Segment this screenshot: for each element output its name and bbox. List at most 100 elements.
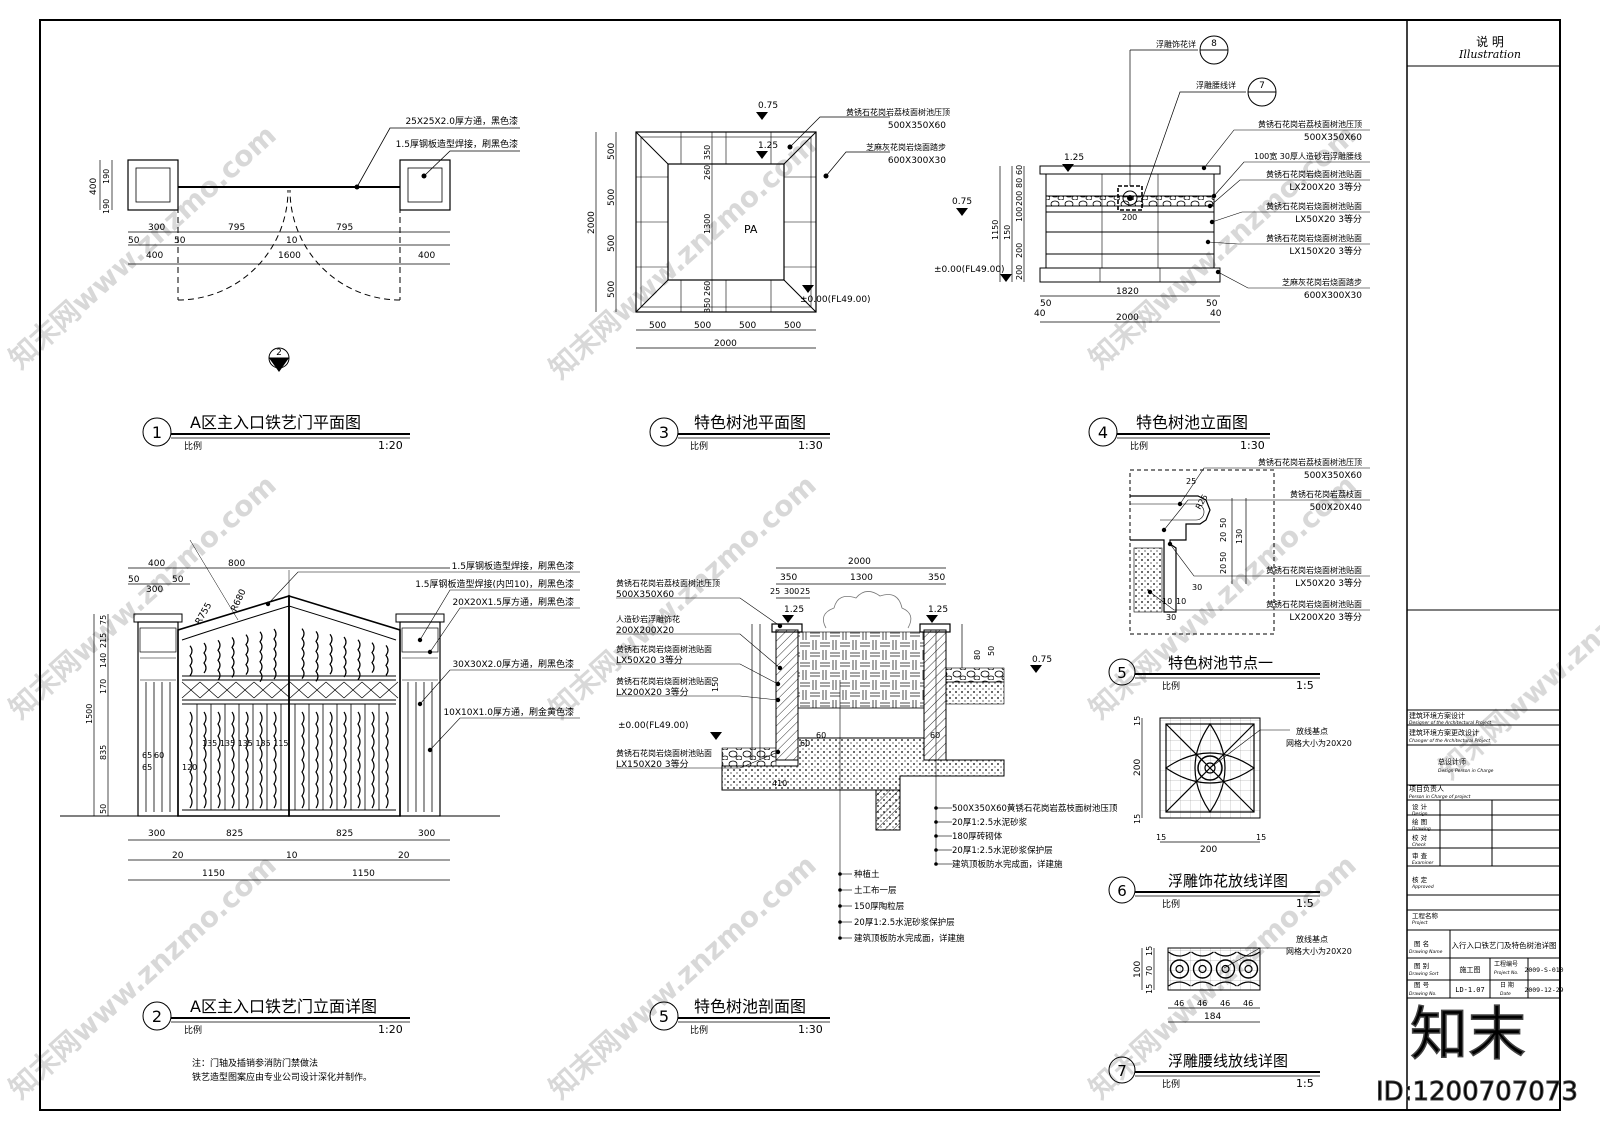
project-charge-label: 项目负责人: [1409, 784, 1444, 793]
section-right-note: 20厚1:2.5水泥砂浆保护层: [952, 845, 1053, 856]
project-no-value: 2009-S-010: [1524, 966, 1563, 974]
designer-label-en: Designer of the Architectural Project: [1409, 720, 1491, 726]
dim: 300: [418, 829, 435, 839]
section-right-note: 建筑顶板防水完成面，详建施: [952, 859, 1063, 870]
view-pool-elevation: 8 浮雕饰花详 7 浮雕腰线详 黄锈石花岗岩荔枝面树池压顶500X350X601…: [934, 35, 1370, 323]
section-note-size: 200X200X20: [616, 626, 674, 636]
dim: 400: [418, 251, 435, 261]
dim: 50: [174, 236, 186, 246]
node-note-size: LX50X20 3等分: [1295, 577, 1362, 589]
dim: 10: [286, 236, 298, 246]
pool-plan-note-size: 600X300X30: [888, 156, 946, 166]
dim: 15: [1133, 716, 1142, 726]
section-note: 黄锈石花岗岩烧面树池贴面: [616, 676, 712, 686]
person-charge-label: 总设计师: [1438, 757, 1466, 766]
view-number: 1: [152, 423, 162, 442]
gate-elev-note: 20X20X1.5厚方通，刷黑色漆: [452, 596, 574, 608]
dim: 46: [1220, 999, 1230, 1008]
level-mark: ±0.00(FL49.00): [618, 721, 689, 731]
title-view-6: 6 浮雕饰花放线详图 比例 1:5: [1108, 872, 1320, 910]
tb-row-label: 校 对: [1412, 833, 1428, 842]
pool-elev-note: 黄锈石花岗岩烧面树池贴面: [1266, 169, 1362, 179]
view-title: 特色树池剖面图: [694, 997, 806, 1016]
dim: 400: [89, 178, 99, 195]
dim: 200: [1015, 265, 1024, 280]
dim: 130: [1235, 529, 1244, 544]
pool-elev-note-size: 500X350X60: [1304, 133, 1362, 143]
dim: 135 135 135 135 115: [202, 739, 289, 748]
dim: 835: [99, 745, 108, 760]
dim: 1150: [202, 869, 225, 879]
date-label-en: Date: [1500, 991, 1511, 997]
dim: 25: [770, 587, 780, 596]
section-bottom-note: 20厚1:2.5水泥砂浆保护层: [854, 917, 955, 928]
section-note-size: LX150X20 3等分: [616, 758, 689, 770]
dim: 200: [1133, 759, 1143, 776]
pool-plan-note: 黄锈石花岗岩荔枝面树池压顶: [846, 107, 950, 117]
section-note-size: LX50X20 3等分: [616, 654, 683, 666]
section-note: 人造砂岩浮雕饰花: [616, 614, 680, 624]
pool-plan-note: 芝麻灰花岗岩烧面踏步: [866, 142, 946, 152]
dim: 50: [1219, 552, 1228, 562]
level-mark: ±0.00(FL49.00): [934, 265, 1005, 275]
dim: 825: [226, 829, 243, 839]
scale-label: 比例: [184, 1024, 202, 1036]
dim: 1300: [850, 573, 873, 583]
dim: 1500: [85, 704, 94, 724]
footnote: 注：门轴及插销参消防门禁做法: [192, 1057, 318, 1069]
scale-label: 比例: [1162, 898, 1180, 910]
node-note: 黄锈石花岗岩烧面树池贴面: [1266, 565, 1362, 575]
project-name-label: 工程名称: [1412, 911, 1439, 920]
title-view-5-node: 5 特色树池节点一 比例 1:5: [1108, 654, 1320, 692]
dim: 70: [1145, 966, 1154, 976]
level-mark: 0.75: [952, 197, 972, 207]
dim: 25: [1186, 477, 1196, 486]
scale-label: 比例: [690, 1024, 708, 1036]
section-right-note: 500X350X60黄锈石花岗岩荔枝面树池压顶: [952, 803, 1118, 814]
dim: 20: [172, 851, 184, 861]
drawing-sort-value: 施工图: [1460, 965, 1481, 974]
dim: 350: [703, 145, 712, 160]
pool-elev-note-size: LX50X20 3等分: [1295, 213, 1362, 225]
node-note: 黄锈石花岗岩荔枝面: [1290, 489, 1362, 499]
dim: 200: [1015, 243, 1024, 258]
dim: 500: [694, 321, 711, 331]
dim: 1600: [278, 251, 301, 261]
dim: 15: [1145, 946, 1154, 956]
dim: 410: [772, 779, 787, 788]
dim: 15: [1133, 814, 1142, 824]
section-note-size: LX200X20 3等分: [616, 686, 689, 698]
view-pool-section: 2000 350 1300 350 25 300 25 1.25 1.25 0.…: [616, 557, 1118, 944]
date-label: 日 期: [1500, 981, 1514, 989]
sheet-border: [39, 19, 1561, 1111]
dim: 50: [1040, 299, 1052, 309]
drawing-sort-label-en: Drawing Sort: [1409, 971, 1439, 977]
view-number: 5: [659, 1007, 669, 1026]
dim: 300: [784, 587, 799, 596]
node-note-size: 500X350X60: [1304, 471, 1362, 481]
watermark: 知末网www.znzmo.com: [1433, 528, 1600, 785]
dim: 795: [228, 223, 245, 233]
section-note: 黄锈石花岗岩烧面树池贴面: [616, 748, 712, 758]
project-no-label: 工程编号: [1494, 960, 1518, 968]
dim: 300: [148, 829, 165, 839]
view-title: 特色树池节点一: [1168, 654, 1273, 672]
ref-label: 浮雕腰线详: [1196, 80, 1236, 90]
scale-label: 比例: [690, 440, 708, 452]
section-note: 黄锈石花岗岩荔枝面树池压顶: [616, 578, 720, 588]
dim: 60: [800, 739, 810, 748]
tb-row-label-en: Check: [1412, 842, 1426, 848]
dim: 200: [1122, 213, 1137, 222]
view-pool-plan: PA 0.75 1.25 ±0.00(FL49.00) 黄锈石花岗岩荔枝面树池压…: [587, 101, 950, 349]
scale-value: 1:20: [378, 439, 403, 452]
scale-value: 1:5: [1296, 1077, 1314, 1090]
dim: 30: [1192, 583, 1202, 592]
dim: 1300: [703, 214, 712, 234]
watermark: 知末网www.znzmo.com: [543, 848, 823, 1105]
scale-label: 比例: [1162, 680, 1180, 692]
gate-elev-note: 1.5厚钢板造型焊接，刷黑色漆: [452, 560, 574, 572]
section-bottom-note: 土工布一层: [854, 885, 897, 896]
dim: 50: [99, 804, 108, 814]
view-title: 特色树池平面图: [694, 413, 806, 432]
section-right-note: 180厚砖砌体: [952, 831, 1003, 842]
